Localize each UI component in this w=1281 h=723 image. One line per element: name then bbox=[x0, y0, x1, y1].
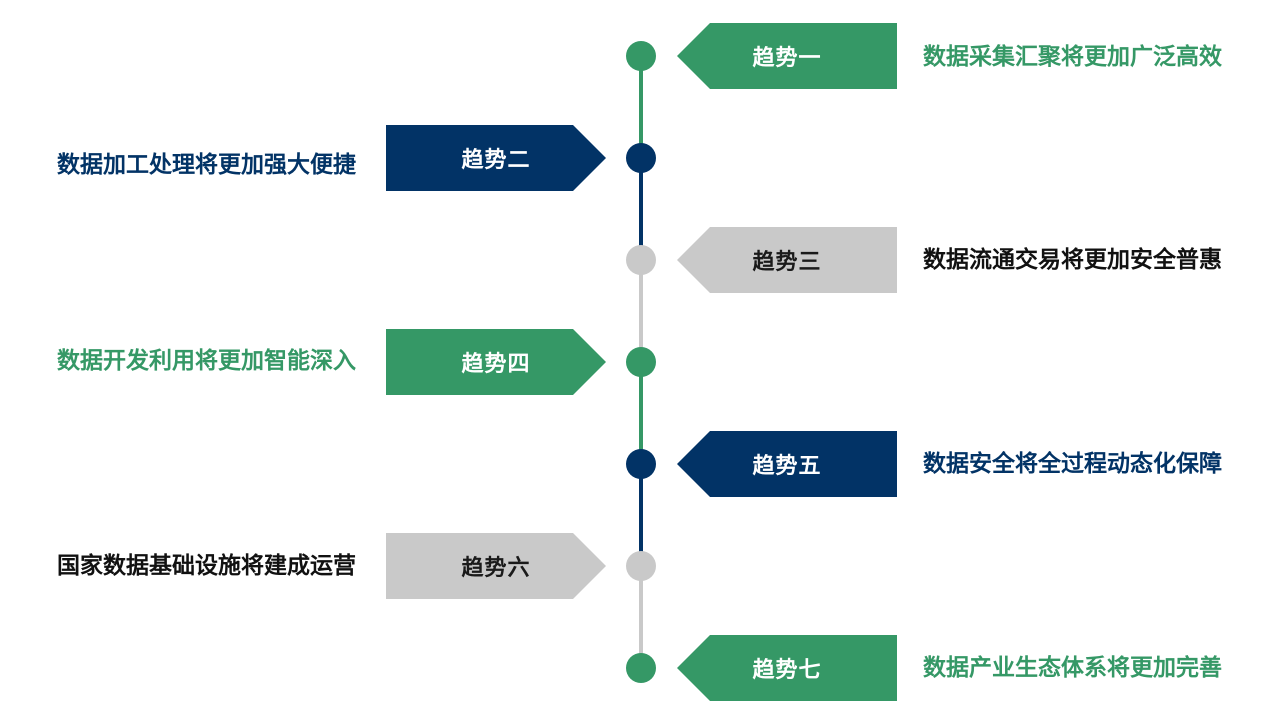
timeline-dot-6 bbox=[626, 551, 656, 581]
trend-tag-2: 趋势二 bbox=[386, 125, 606, 191]
timeline-segment-4 bbox=[639, 362, 643, 464]
trend-description-5: 数据安全将全过程动态化保障 bbox=[923, 451, 1222, 477]
timeline-segment-6 bbox=[639, 566, 643, 668]
trend-tag-7: 趋势七 bbox=[677, 635, 897, 701]
trend-tag-label: 趋势二 bbox=[461, 148, 531, 173]
timeline-dot-3 bbox=[626, 245, 656, 275]
trend-tag-label: 趋势七 bbox=[752, 658, 822, 683]
timeline-dot-2 bbox=[626, 143, 656, 173]
timeline-segment-2 bbox=[639, 158, 643, 260]
trend-tag-1: 趋势一 bbox=[677, 23, 897, 89]
trend-description-4: 数据开发利用将更加智能深入 bbox=[57, 348, 356, 374]
timeline-dot-5 bbox=[626, 449, 656, 479]
trend-description-6: 国家数据基础设施将建成运营 bbox=[57, 553, 356, 579]
trend-tag-5: 趋势五 bbox=[677, 431, 897, 497]
trend-description-7: 数据产业生态体系将更加完善 bbox=[923, 655, 1222, 681]
trend-tag-label: 趋势一 bbox=[752, 46, 822, 71]
timeline-dot-4 bbox=[626, 347, 656, 377]
trend-tag-label: 趋势五 bbox=[752, 454, 822, 479]
timeline-dot-7 bbox=[626, 653, 656, 683]
trend-tag-4: 趋势四 bbox=[386, 329, 606, 395]
trend-description-3: 数据流通交易将更加安全普惠 bbox=[923, 247, 1222, 273]
trend-description-2: 数据加工处理将更加强大便捷 bbox=[57, 152, 356, 178]
timeline-dot-1 bbox=[626, 41, 656, 71]
trend-tag-label: 趋势三 bbox=[752, 250, 822, 275]
trend-tag-3: 趋势三 bbox=[677, 227, 897, 293]
timeline-segment-3 bbox=[639, 260, 643, 362]
timeline-segment-1 bbox=[639, 56, 643, 158]
trend-tag-label: 趋势六 bbox=[461, 556, 531, 581]
timeline-segment-5 bbox=[639, 464, 643, 566]
trend-tag-6: 趋势六 bbox=[386, 533, 606, 599]
trend-tag-label: 趋势四 bbox=[461, 352, 531, 377]
trend-description-1: 数据采集汇聚将更加广泛高效 bbox=[923, 44, 1222, 70]
